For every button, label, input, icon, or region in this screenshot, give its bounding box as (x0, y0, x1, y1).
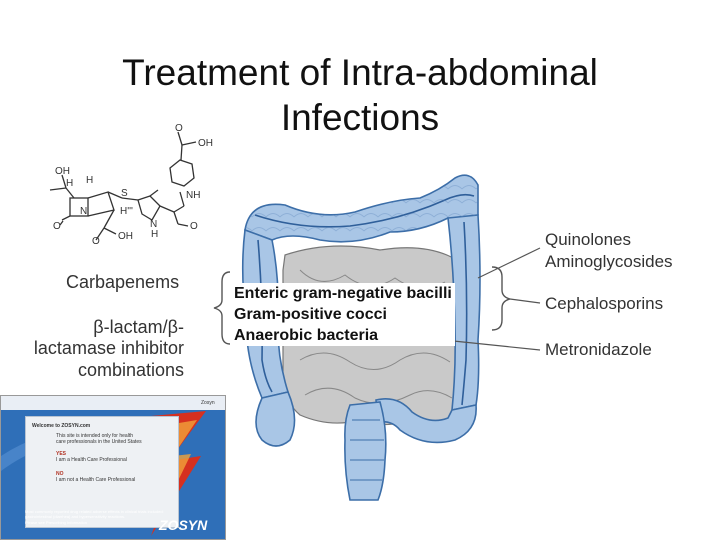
label-quinolones: Quinolones (545, 230, 632, 249)
atom-h2: H (86, 175, 93, 186)
bacteria-list: Enteric gram-negative bacilli Gram-posit… (231, 283, 455, 346)
atom-nh2: N (150, 219, 157, 230)
zosyn-welcome-panel: Welcome to ZOSYN.com This site is intend… (25, 416, 179, 528)
line-quinolones (477, 247, 541, 279)
label-metronidazole: Metronidazole (545, 340, 652, 359)
rectum (344, 401, 387, 501)
right-bracket (491, 266, 511, 331)
zosyn-yes-text[interactable]: I am a Health Care Professional (56, 457, 127, 463)
zosyn-footer-1: Most commonly reported drug related adve… (25, 509, 164, 514)
zosyn-intro-1: This site is intended only for health (56, 433, 133, 439)
label-bl-line2: lactamase inhibitor (33, 338, 184, 358)
zosyn-footer-3[interactable]: Please see Prescribing Information (25, 520, 88, 525)
carbapenem-structure (49, 131, 197, 241)
label-aminoglycosides: Aminoglycosides (545, 252, 673, 271)
zosyn-footer-2: gastrointestinal (diarrhea) and hypersen… (25, 514, 126, 519)
atom-nh1: NH (186, 190, 200, 201)
bacteria-line-2: Gram-positive cocci (234, 306, 387, 323)
atom-s: S (121, 188, 128, 199)
zosyn-welcome: Welcome to ZOSYN.com (32, 423, 91, 429)
zosyn-website-thumbnail: Zosyn Welcome to ZOSYN.com This site is … (0, 395, 226, 540)
atom-oh1: OH (198, 138, 213, 149)
atom-oh3: OH (118, 231, 133, 242)
slide-title: Treatment of Intra-abdominal Infections (60, 50, 660, 140)
label-cephalosporins: Cephalosporins (545, 294, 664, 313)
atom-h1: H (66, 178, 73, 189)
sigmoid-colon (375, 398, 477, 444)
zosyn-corner-text: Zosyn (201, 400, 215, 406)
title-line-2: Infections (280, 97, 440, 138)
atom-o2: O (53, 221, 61, 232)
label-carbapenems: Carbapenems (66, 272, 180, 292)
atom-oh2: OH (55, 166, 70, 177)
bacteria-line-3: Anaerobic bacteria (234, 327, 379, 344)
label-bl-line3: combinations (77, 360, 184, 380)
zosyn-brand-logo: ZOSYN (159, 517, 208, 533)
atom-n: N (80, 206, 87, 217)
atom-o1: O (175, 123, 183, 134)
bacteria-line-1: Enteric gram-negative bacilli (234, 285, 452, 302)
title-line-1: Treatment of Intra-abdominal (122, 52, 598, 93)
atom-o3: O (92, 236, 100, 247)
left-bracket (213, 271, 231, 345)
line-cephalosporins (509, 298, 541, 304)
zosyn-no-label[interactable]: NO (56, 471, 64, 477)
label-beta-lactam-line1: β-lactam/β- (93, 317, 184, 337)
zosyn-no-text[interactable]: I am not a Health Care Professional (56, 477, 136, 483)
zosyn-intro-2: care professionals in the United States (56, 439, 142, 445)
atom-h3: H (151, 229, 158, 240)
atom-o4: O (190, 221, 198, 232)
cecum (255, 391, 296, 447)
label-beta-lactam: β-lactam/β- (68, 316, 184, 338)
zosyn-yes-label[interactable]: YES (56, 451, 67, 457)
zosyn-top-bar: Zosyn (1, 396, 225, 410)
atom-hprime: H''' (120, 206, 133, 217)
